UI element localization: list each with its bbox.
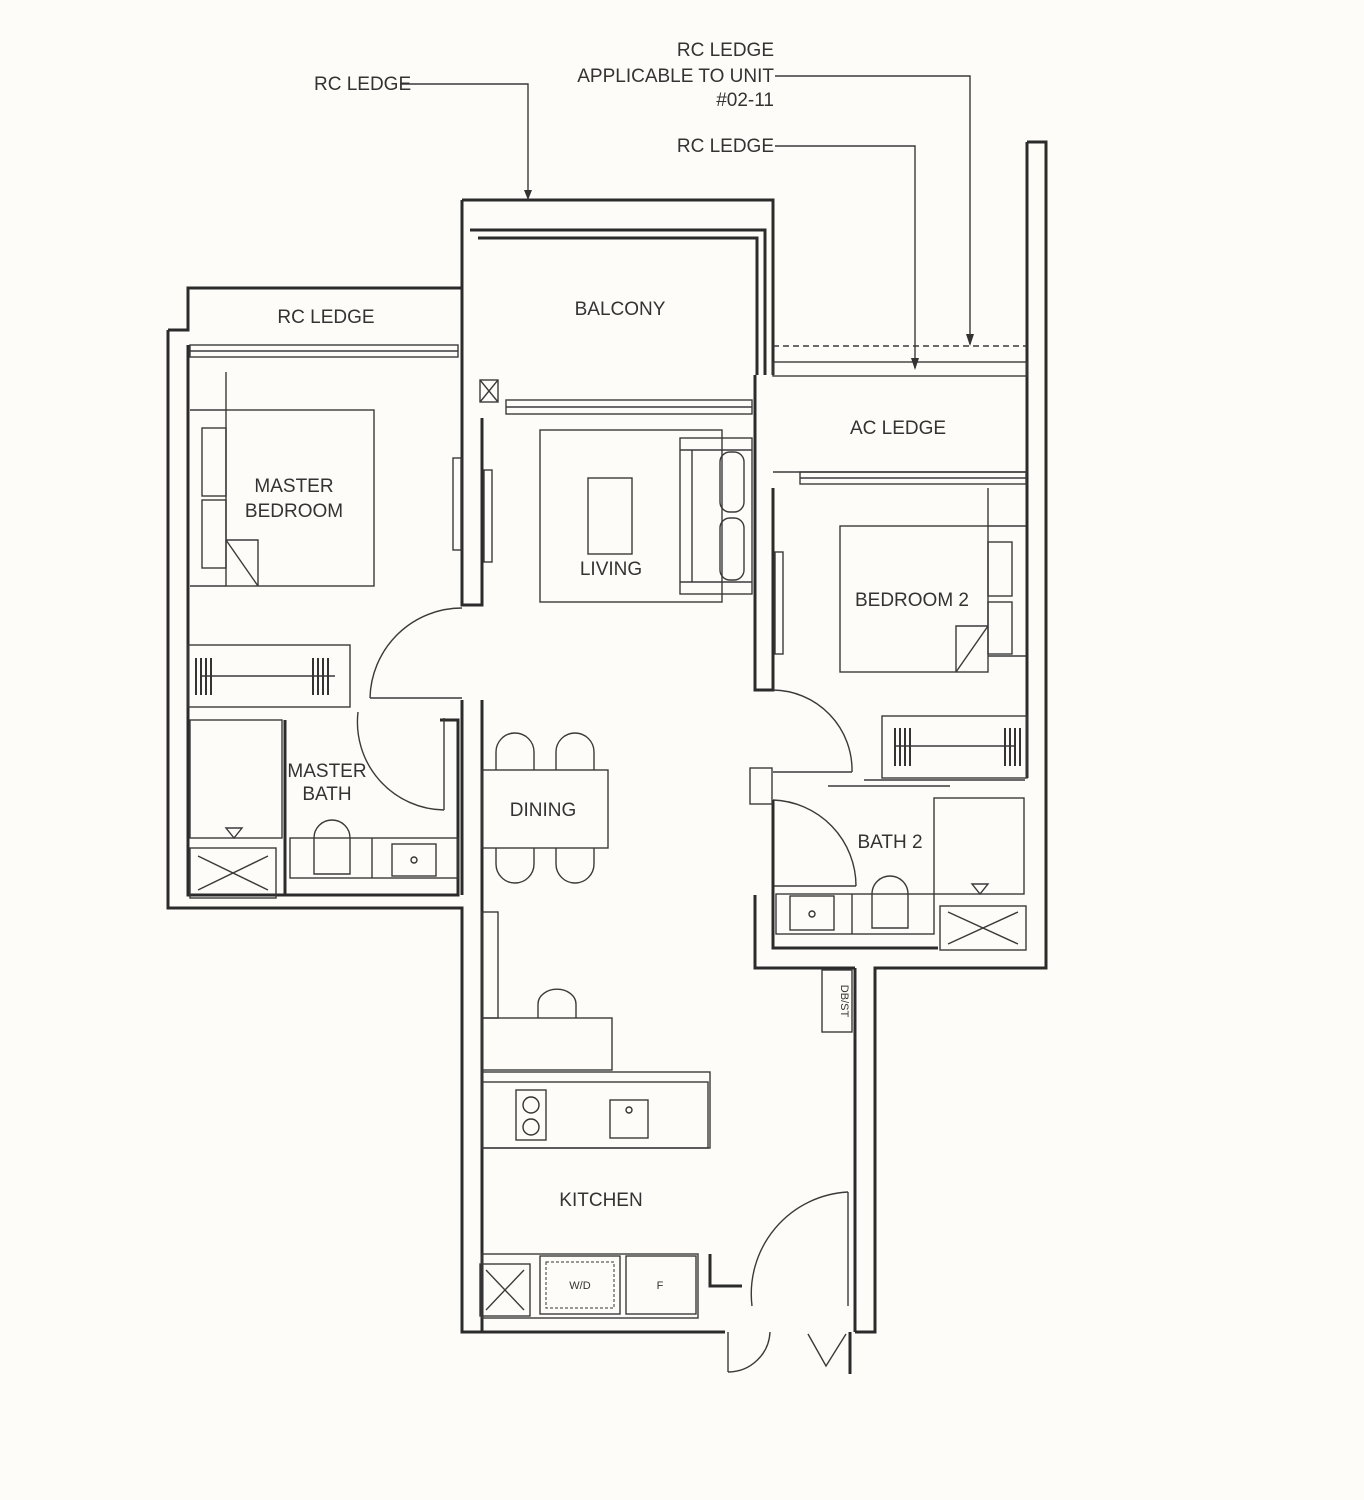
- bath-2-fixtures: [749, 767, 1027, 951]
- bedroom-2-furniture: [774, 488, 1028, 779]
- rc-ledge-unit-label-1: RC LEDGE: [677, 40, 774, 61]
- basin-2: [789, 895, 835, 931]
- washer-dryer-label: W/D: [569, 1280, 590, 1292]
- master-bedroom-furniture: [187, 372, 493, 708]
- kitchen-fixtures: [479, 1071, 742, 1319]
- ac-ledge-label: AC LEDGE: [850, 418, 946, 439]
- bed-2: [839, 525, 989, 673]
- room-labels: RC LEDGE RC LEDGE APPLICABLE TO UNIT #02…: [245, 40, 969, 1292]
- washer-dryer: [539, 1255, 621, 1315]
- shower-master: [189, 719, 283, 839]
- balcony-label: BALCONY: [575, 299, 666, 320]
- master-wardrobe: [187, 644, 351, 708]
- sofa: [679, 437, 753, 595]
- doors: [356, 607, 857, 1374]
- leader-lines: [400, 75, 974, 370]
- rc-ledge-unit-label-3: #02-11: [716, 90, 774, 111]
- basin-master: [391, 843, 437, 877]
- living-furniture: [539, 429, 753, 603]
- master-bedroom-label-2: BEDROOM: [245, 501, 343, 522]
- ledges: [189, 344, 1028, 485]
- bath-2-label: BATH 2: [857, 832, 922, 853]
- coffee-table: [587, 477, 633, 555]
- shower-2: [933, 797, 1025, 895]
- rug: [539, 429, 723, 603]
- master-bedroom-label-1: MASTER: [254, 476, 333, 497]
- rc-ledge-left-label: RC LEDGE: [277, 307, 374, 328]
- study-counter: [481, 911, 613, 1071]
- dining-table: [481, 769, 609, 849]
- toilet-2: [871, 875, 909, 929]
- living-label: LIVING: [580, 559, 642, 580]
- dining-label: DINING: [510, 800, 577, 821]
- dbst-label: DB/ST: [838, 985, 850, 1018]
- master-bed: [225, 409, 375, 587]
- master-bath-label-2: BATH: [302, 784, 351, 805]
- kitchen-label: KITCHEN: [559, 1190, 642, 1211]
- kitchen-sink: [609, 1099, 649, 1139]
- fridge-label: F: [657, 1280, 664, 1292]
- floor-trap-2: [939, 905, 1027, 951]
- master-bath-fixtures: [189, 718, 460, 899]
- wardrobe-2: [881, 715, 1028, 779]
- master-bath-label-1: MASTER: [287, 761, 366, 782]
- dbst-cabinet: [821, 969, 853, 1033]
- fridge: [625, 1255, 697, 1315]
- floor-trap-master: [189, 847, 277, 899]
- rc-ledge-right-label: RC LEDGE: [677, 136, 774, 157]
- toilet-master: [313, 819, 351, 875]
- bedroom-2-label: BEDROOM 2: [855, 590, 969, 611]
- rc-ledge-top-left-label: RC LEDGE: [314, 74, 411, 95]
- rc-ledge-unit-label-2: APPLICABLE TO UNIT: [577, 66, 774, 87]
- dining-furniture: [481, 732, 609, 884]
- hob: [515, 1089, 547, 1141]
